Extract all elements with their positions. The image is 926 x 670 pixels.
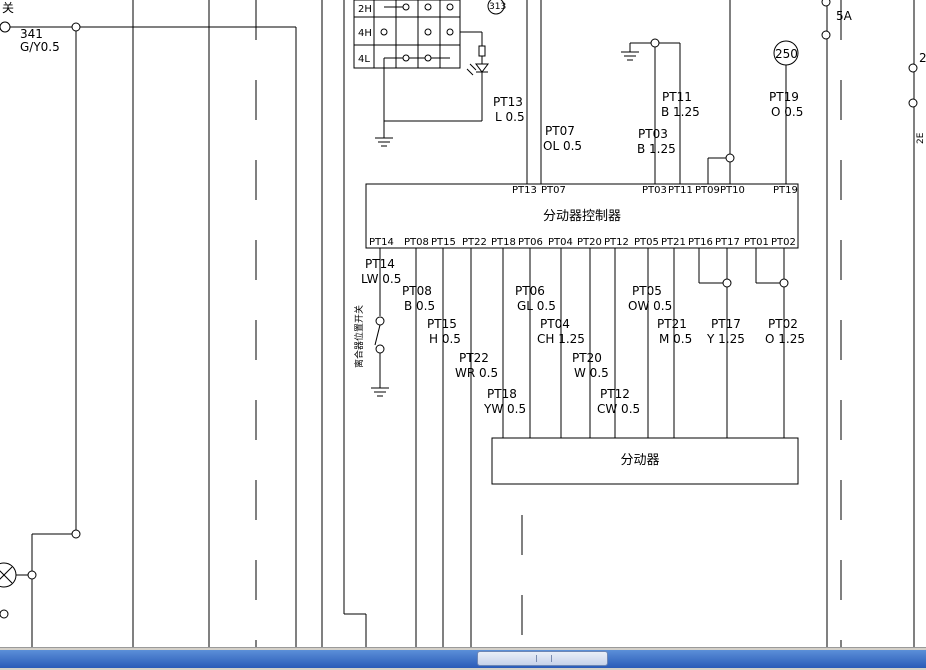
wire-spec-label: CW 0.5 [597, 402, 640, 416]
wire-spec-label: GL 0.5 [517, 299, 556, 313]
horizontal-scrollbar[interactable] [0, 647, 926, 670]
pin-label: PT03 [642, 185, 667, 196]
wire-id-label: PT19 [769, 90, 799, 104]
scrollbar-thumb[interactable] [477, 651, 608, 666]
wire-id-label: PT07 [545, 124, 575, 138]
wire-id-label: PT18 [487, 387, 517, 401]
pin-label: PT12 [604, 237, 629, 248]
pin-label: PT13 [512, 185, 537, 196]
right-partial-small: 2E [916, 132, 926, 144]
pin-label: PT11 [668, 185, 693, 196]
wire-id-label: PT14 [365, 257, 395, 271]
pin-label: PT01 [744, 237, 769, 248]
wire-spec-label: M 0.5 [659, 332, 692, 346]
wire-id-label: PT06 [515, 284, 545, 298]
wire-spec-label: WR 0.5 [455, 366, 498, 380]
wire-spec-label: YW 0.5 [483, 402, 526, 416]
partial-label: 关 [2, 1, 14, 15]
wire-id-label: PT15 [427, 317, 457, 331]
wire-spec-label: O 0.5 [771, 105, 803, 119]
pin-label: PT15 [431, 237, 456, 248]
pin-label: PT02 [771, 237, 796, 248]
mode-switch-table [353, 0, 461, 69]
wire-spec-label: B 1.25 [661, 105, 700, 119]
wire-id-label: PT13 [493, 95, 523, 109]
wire-id-label: PT08 [402, 284, 432, 298]
mode-row-label: 4H [358, 28, 372, 39]
wire-spec-label: B 0.5 [404, 299, 435, 313]
wire-spec-label: H 0.5 [429, 332, 461, 346]
fuse-label: 5A [836, 9, 853, 23]
wire-spec-label: OW 0.5 [628, 299, 672, 313]
wire-id-label: PT04 [540, 317, 570, 331]
wire-id-label: PT11 [662, 90, 692, 104]
pin-label: PT08 [404, 237, 429, 248]
pin-label: PT14 [369, 237, 394, 248]
wire-id-label: PT22 [459, 351, 489, 365]
wire-id-label: PT21 [657, 317, 687, 331]
wiring-diagram: 313 250 关 341 G/Y0.5 2H 4H 4L 5A 2 2E 分动… [0, 0, 926, 647]
wire-spec-label: LW 0.5 [361, 272, 401, 286]
pin-label: PT07 [541, 185, 566, 196]
ref-250-text: 250 [775, 47, 798, 61]
pin-label: PT21 [661, 237, 686, 248]
wire-spec-label: Y 1.25 [706, 332, 745, 346]
controller-label: 分动器控制器 [543, 209, 621, 224]
wire-341-spec: G/Y0.5 [20, 40, 60, 54]
pin-label: PT09 [695, 185, 720, 196]
pin-label: PT05 [634, 237, 659, 248]
wire-id-label: PT20 [572, 351, 602, 365]
transfer-case-box [491, 437, 799, 485]
wire-341-label: 341 [20, 27, 43, 41]
ref-circle-250 [773, 40, 799, 66]
mode-row-label: 4L [358, 54, 370, 65]
lamp-icon [0, 562, 17, 588]
wire-id-label: PT05 [632, 284, 662, 298]
wire-spec-label: OL 0.5 [543, 139, 582, 153]
pin-label: PT17 [715, 237, 740, 248]
grip-icon [536, 655, 552, 662]
pin-label: PT19 [773, 185, 798, 196]
pin-label: PT20 [577, 237, 602, 248]
ref-circle-313 [487, 0, 505, 15]
wire-spec-label: O 1.25 [765, 332, 805, 346]
pin-label: PT10 [720, 185, 745, 196]
pin-label: PT18 [491, 237, 516, 248]
transfer-case-label: 分动器 [620, 453, 659, 468]
wire-spec-label: W 0.5 [574, 366, 609, 380]
right-partial-label: 2 [919, 51, 926, 65]
wire-spec-label: B 1.25 [637, 142, 676, 156]
wire-id-label: PT12 [600, 387, 630, 401]
ref-313-text: 313 [489, 2, 506, 12]
wire-id-label: PT03 [638, 127, 668, 141]
wire-id-label: PT02 [768, 317, 798, 331]
wire-spec-label: L 0.5 [495, 110, 525, 124]
wire-id-label: PT17 [711, 317, 741, 331]
pin-label: PT04 [548, 237, 573, 248]
clutch-switch-label: 离合器位置开关 [353, 305, 365, 368]
scrollbar-track[interactable] [0, 650, 926, 668]
pin-label: PT22 [462, 237, 487, 248]
pin-label: PT16 [688, 237, 713, 248]
pin-label: PT06 [518, 237, 543, 248]
wire-spec-label: CH 1.25 [537, 332, 585, 346]
schematic-canvas: 313 250 关 341 G/Y0.5 2H 4H 4L 5A 2 2E 分动… [0, 0, 926, 647]
mode-row-label: 2H [358, 4, 372, 15]
transfer-controller-box [365, 183, 799, 249]
